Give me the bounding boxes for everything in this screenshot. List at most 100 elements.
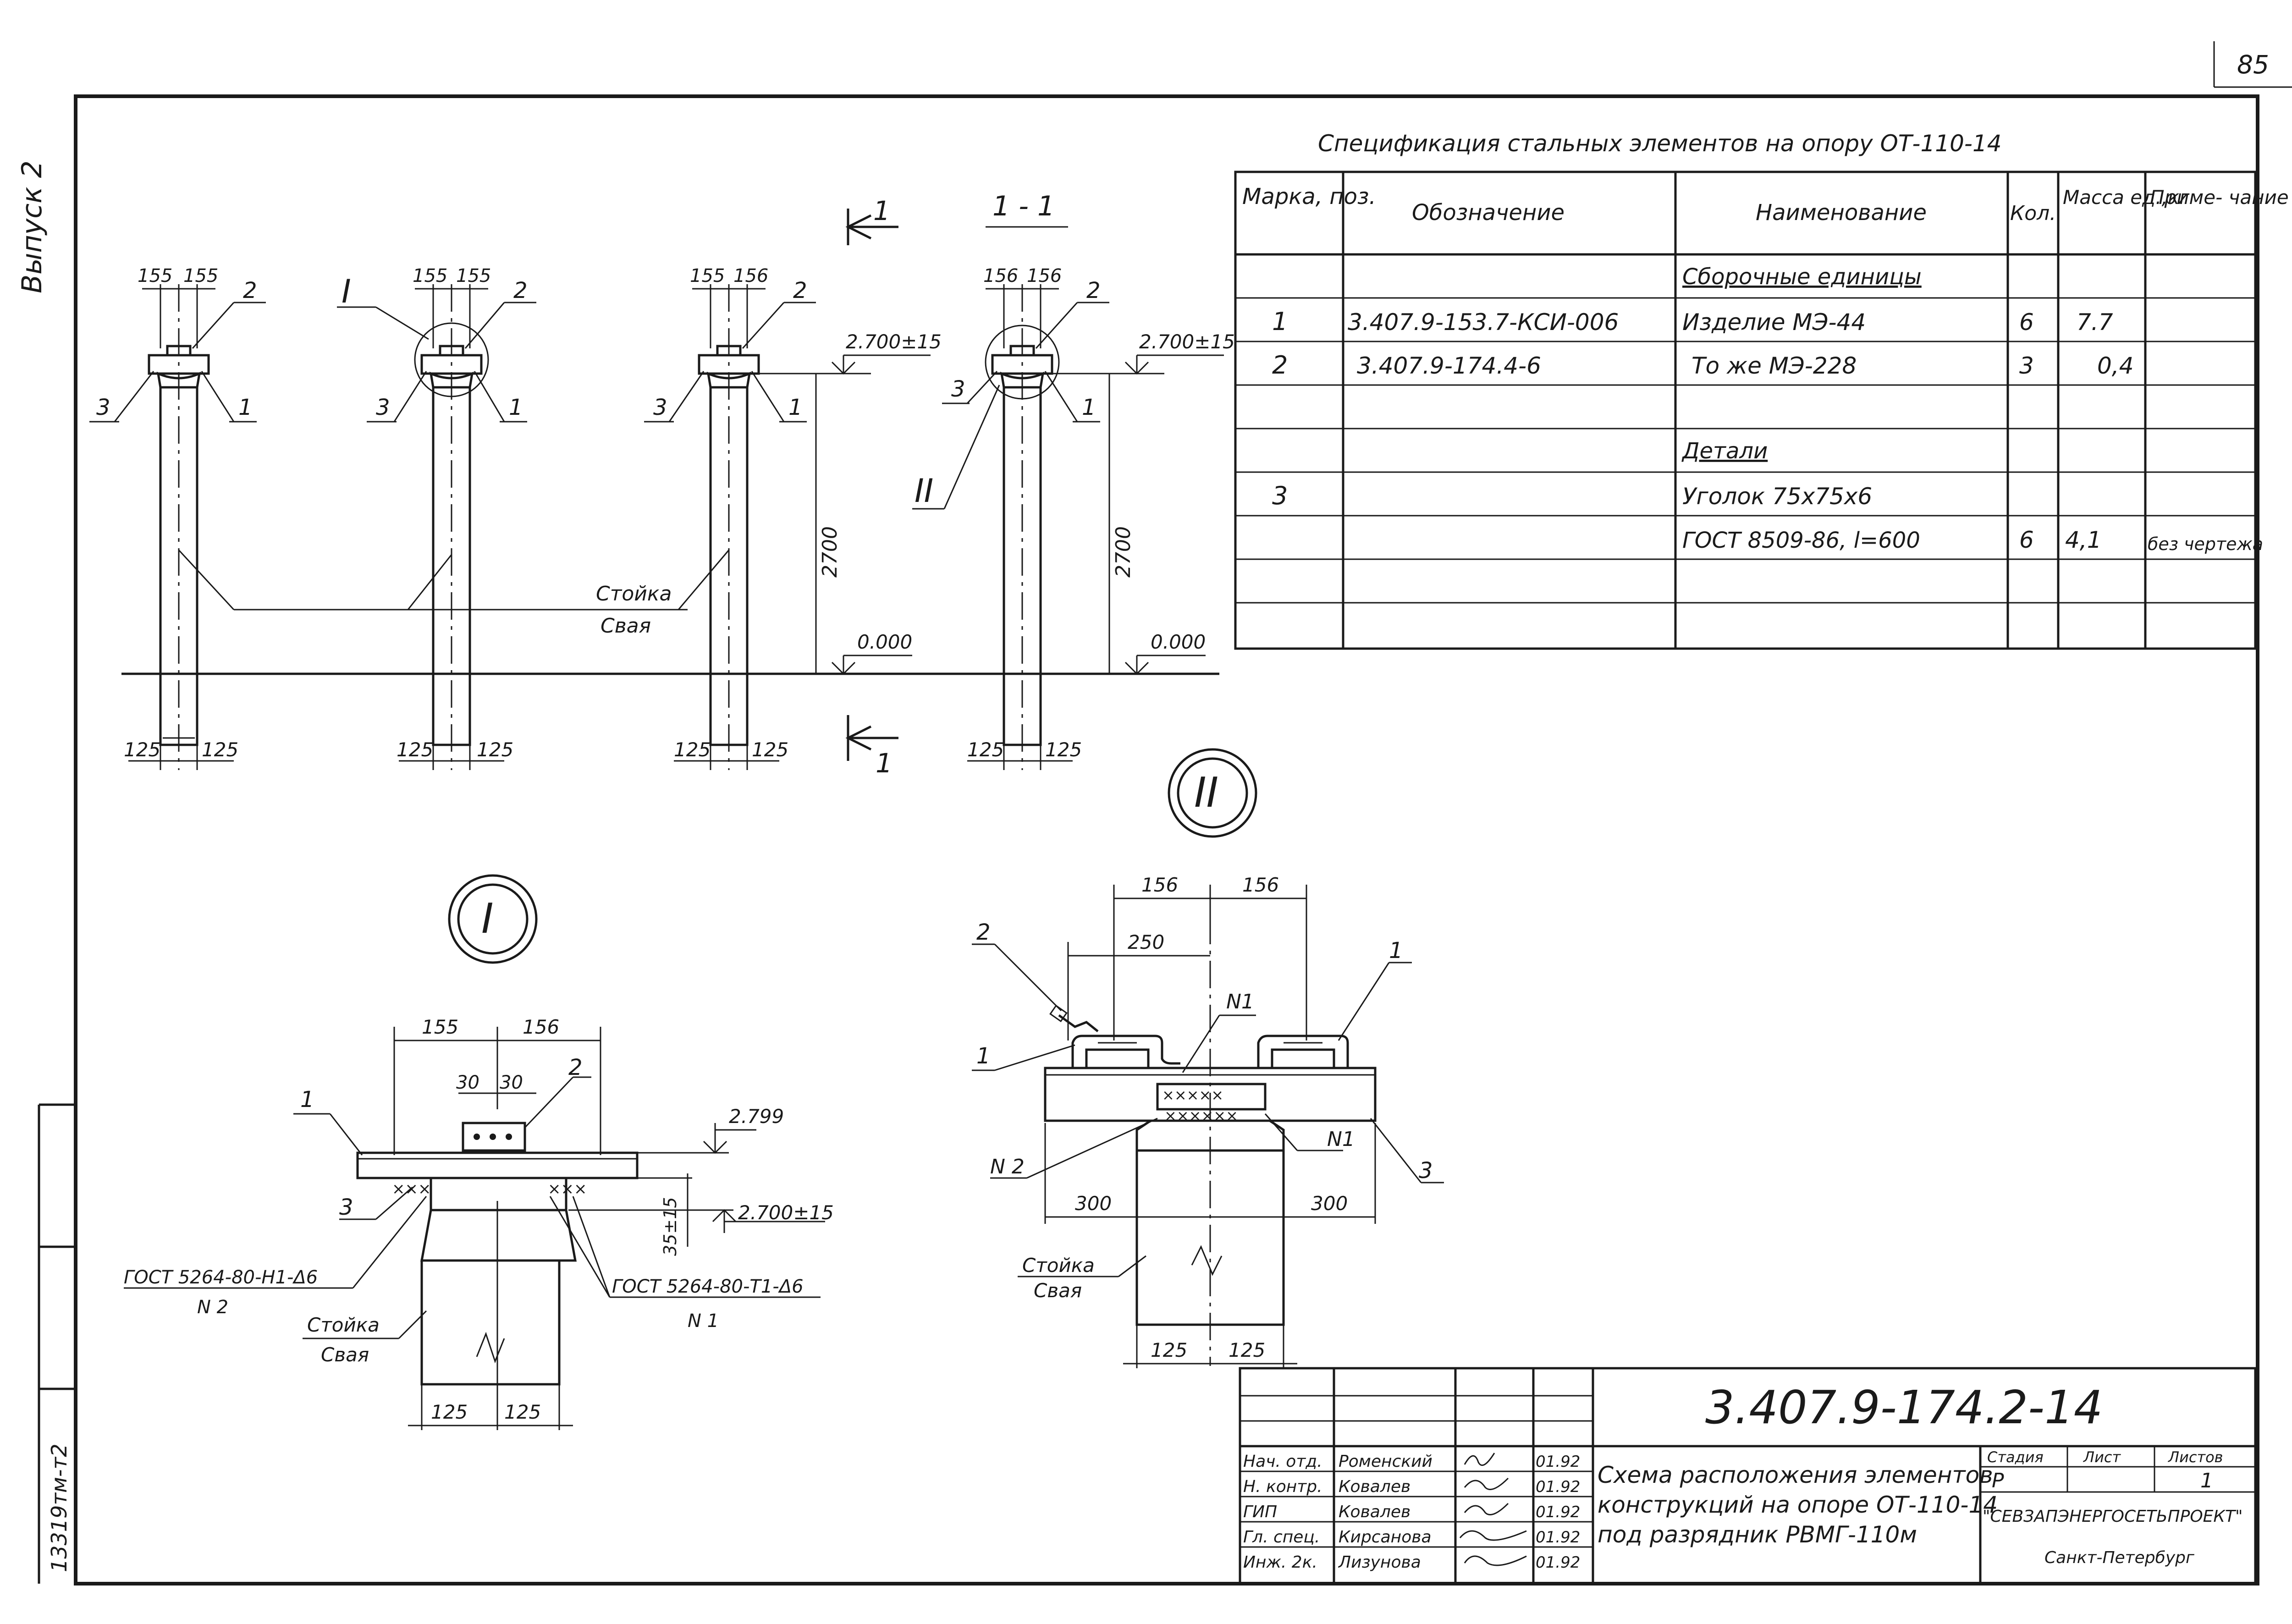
svg-text:××××××: ×××××× (1164, 1107, 1238, 1124)
stoyka-label: Стойка (596, 582, 672, 606)
spec-row2-mark: 2 (1272, 351, 1288, 380)
svg-text:×××: ××× (548, 1180, 587, 1198)
spec-row6-mass: 4,1 (2065, 527, 2102, 553)
detail-I: I 155 156 30 30 ××× ××× 125 125 (124, 874, 834, 1430)
column-1: 155 155 125 125 2 3 1 (89, 265, 266, 770)
spec-row1-mass: 7.7 (2077, 309, 2113, 336)
detII-n1-bottom: N1 (1327, 1128, 1355, 1151)
detII-callout-1b: 1 (1389, 938, 1403, 963)
spec-row1-mark: 1 (1272, 307, 1288, 336)
detII-svaya: Свая (1034, 1279, 1082, 1302)
stamp-title-0: Схема расположения элементов (1598, 1462, 1993, 1488)
spec-row2-mass: 0,4 (2097, 352, 2134, 379)
detI-dim-125a: 125 (431, 1401, 468, 1423)
col1-dim-125b: 125 (202, 738, 238, 761)
col2-dim-125b: 125 (477, 738, 513, 761)
stamp-stage-label: Стадия (1987, 1448, 2044, 1466)
col1-dim-155a: 155 (138, 265, 172, 286)
spec-row1-designation: 3.407.9-153.7-КСИ-006 (1348, 309, 1619, 336)
col4-callout-3: 3 (951, 376, 965, 402)
col4-elev-zero: 0.000 (1151, 631, 1206, 653)
detI-dim-30b: 30 (500, 1072, 523, 1093)
stamp-sheets-label: Листов (2168, 1448, 2223, 1466)
spec-table: Спецификация стальных элементов на опору… (1234, 130, 2289, 650)
col2-dim-155b: 155 (456, 265, 491, 286)
detII-callout-3: 3 (1419, 1158, 1433, 1184)
detail-I-label: I (481, 895, 494, 943)
detI-callout-2: 2 (568, 1055, 583, 1080)
svg-text:×××: ××× (392, 1180, 431, 1198)
detI-callout-1: 1 (300, 1087, 314, 1112)
stamp-name-1: Ковалев (1339, 1477, 1410, 1496)
section-marker-top: 1 (873, 195, 890, 226)
col4-dim-125a: 125 (967, 738, 1004, 761)
col4-dim-156a: 156 (983, 265, 1018, 286)
spec-row6-note: без чертежа (2148, 534, 2263, 554)
stamp-sheets: 1 (2200, 1469, 2213, 1492)
col2-roman-I: I (342, 273, 351, 310)
detI-dim-30a: 30 (456, 1072, 479, 1093)
col1-callout-1: 1 (238, 395, 253, 420)
col4-elev-top: 2.700±15 (1139, 330, 1235, 353)
detI-elev-2799: 2.799 (729, 1105, 784, 1128)
spec-row5-name: Уголок 75х75х6 (1682, 483, 1872, 510)
spec-hdr-designation: Обозначение (1412, 200, 1565, 226)
stamp-date-1: 01.92 (1536, 1478, 1580, 1496)
detI-n1: N 1 (688, 1310, 719, 1332)
spec-hdr-mass: Масса ед.,кг (2063, 186, 2190, 209)
stamp-name-3: Кирсанова (1339, 1528, 1432, 1547)
stamp-date-4: 01.92 (1536, 1553, 1580, 1572)
stamp-city: Санкт-Петербург (2044, 1548, 2195, 1567)
col3-elev-top: 2.700±15 (846, 330, 942, 353)
spec-row5-mark: 3 (1272, 481, 1288, 510)
col4-dim-156b: 156 (1027, 265, 1062, 286)
col1-dim-155b: 155 (183, 265, 218, 286)
stoyka-label-group: Стойка Свая (178, 549, 730, 638)
detII-stoyka: Стойка (1022, 1254, 1095, 1277)
stamp-stage: Р (1992, 1469, 2004, 1492)
col1-callout-2: 2 (243, 278, 257, 303)
side-code: 13319тм-т2 (47, 1444, 72, 1573)
col2-dim-125a: 125 (397, 738, 433, 761)
detI-svaya: Свая (321, 1343, 369, 1366)
detII-dim-156a: 156 (1141, 874, 1178, 896)
spec-hdr-qty: Кол. (2010, 202, 2056, 225)
section-marker-bottom: 1 (876, 748, 893, 779)
svaya-label: Свая (601, 614, 651, 638)
section-title: 1 - 1 (992, 190, 1055, 222)
stamp-name-4: Лизунова (1338, 1553, 1421, 1572)
col1-dim-125a: 125 (124, 738, 160, 761)
col1-callout-3: 3 (96, 395, 110, 420)
detII-callout-1a: 1 (976, 1043, 991, 1069)
stamp-sheet-label: Лист (2083, 1448, 2121, 1466)
col2-dim-155a: 155 (413, 265, 447, 286)
stamp-date-2: 01.92 (1536, 1503, 1580, 1521)
detail-II: II 156 156 250 ××××× ×××××× (972, 748, 1444, 1368)
detI-weld-right: ГОСТ 5264-80-Т1-Δ6 (612, 1276, 804, 1297)
title-block: 3.407.9-174.2-14 Нач. отд. Роменский 01.… (1239, 1367, 2257, 1585)
col3-elev-zero: 0.000 (857, 631, 912, 653)
detII-n2: N 2 (990, 1155, 1025, 1178)
stamp-title-1: конструкций на опоре ОТ-110-14 (1598, 1492, 1998, 1518)
spec-row0-name: Сборочные единицы (1682, 264, 1922, 290)
detII-dim-300b: 300 (1311, 1192, 1348, 1215)
stamp-name-0: Роменский (1339, 1452, 1432, 1471)
spec-hdr-name: Наименование (1756, 200, 1927, 226)
detI-callout-3: 3 (339, 1195, 353, 1220)
spec-row6-qty: 6 (2019, 527, 2034, 553)
spec-hdr-note: Приме- чание (2150, 186, 2289, 209)
svg-text:×××××: ××××× (1162, 1086, 1223, 1104)
column-4: 156 156 125 125 2 3 1 II 2700 2.700±15 0… (912, 265, 1235, 770)
col3-callout-2: 2 (793, 278, 807, 303)
side-label: Выпуск 2 (16, 160, 48, 293)
col3-callout-1: 1 (788, 395, 803, 420)
col4-callout-1: 1 (1082, 395, 1096, 420)
detII-n1-top: N1 (1226, 990, 1254, 1013)
detII-dim-250: 250 (1128, 931, 1164, 953)
spec-row4-name: Детали (1681, 438, 1768, 464)
stamp-role-4: Инж. 2к. (1243, 1553, 1317, 1572)
detI-dim-156: 156 (523, 1016, 559, 1038)
stamp-role-2: ГИП (1243, 1503, 1277, 1521)
stamp-date-3: 01.92 (1536, 1528, 1580, 1547)
